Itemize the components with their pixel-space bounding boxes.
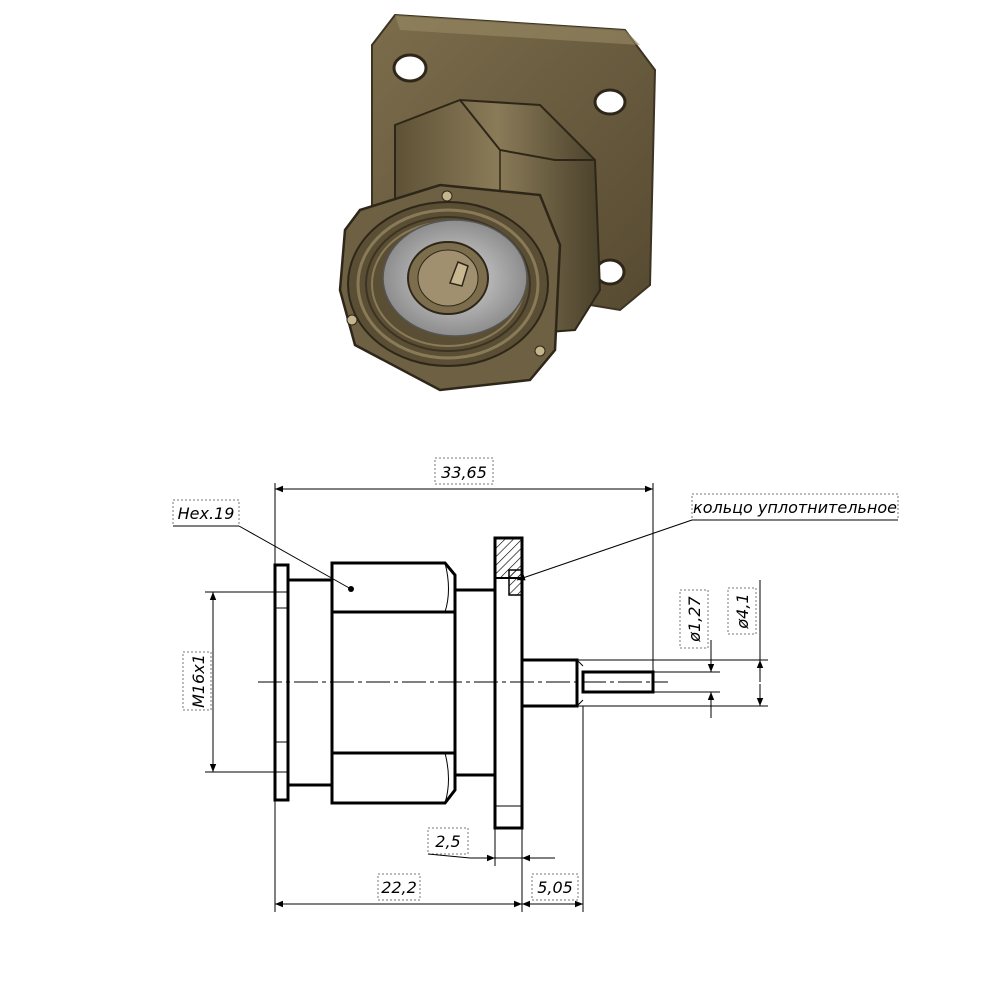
hex-nut-body	[330, 561, 457, 805]
dimension-annotations: 33,65 Нех.19 кольцо уплотнительное M16х1…	[172, 457, 899, 912]
hex-size-leader	[238, 525, 352, 590]
coupling-ring	[273, 563, 290, 802]
center-pin-3d	[448, 261, 469, 287]
hex-size-label: Нех.19	[178, 504, 235, 523]
seal-ring-label: кольцо уплотнительное	[693, 498, 897, 517]
connector-section-drawing	[258, 536, 668, 830]
insulator-diameter-label: ø4,1	[733, 593, 752, 629]
screw-3d	[534, 345, 546, 357]
screw-3d	[441, 190, 453, 202]
seal-ring-hatch	[508, 569, 523, 596]
insulator-sleeve	[520, 658, 579, 708]
mounting-hole-3d	[593, 88, 627, 116]
center-pin	[581, 670, 655, 694]
overall-length-label: 33,65	[441, 463, 487, 482]
connector-3d-render	[338, 13, 657, 392]
pin-diameter-label: ø1,27	[685, 595, 704, 642]
screw-3d	[346, 314, 358, 326]
seal-ring-leader	[516, 519, 693, 581]
body-length-label: 22,2	[381, 878, 417, 897]
pin-protrusion-label: 5,05	[537, 878, 573, 897]
mounting-hole-3d	[392, 53, 428, 83]
thread-label: M16х1	[189, 654, 208, 708]
flange-thickness-label: 2,5	[435, 832, 460, 851]
